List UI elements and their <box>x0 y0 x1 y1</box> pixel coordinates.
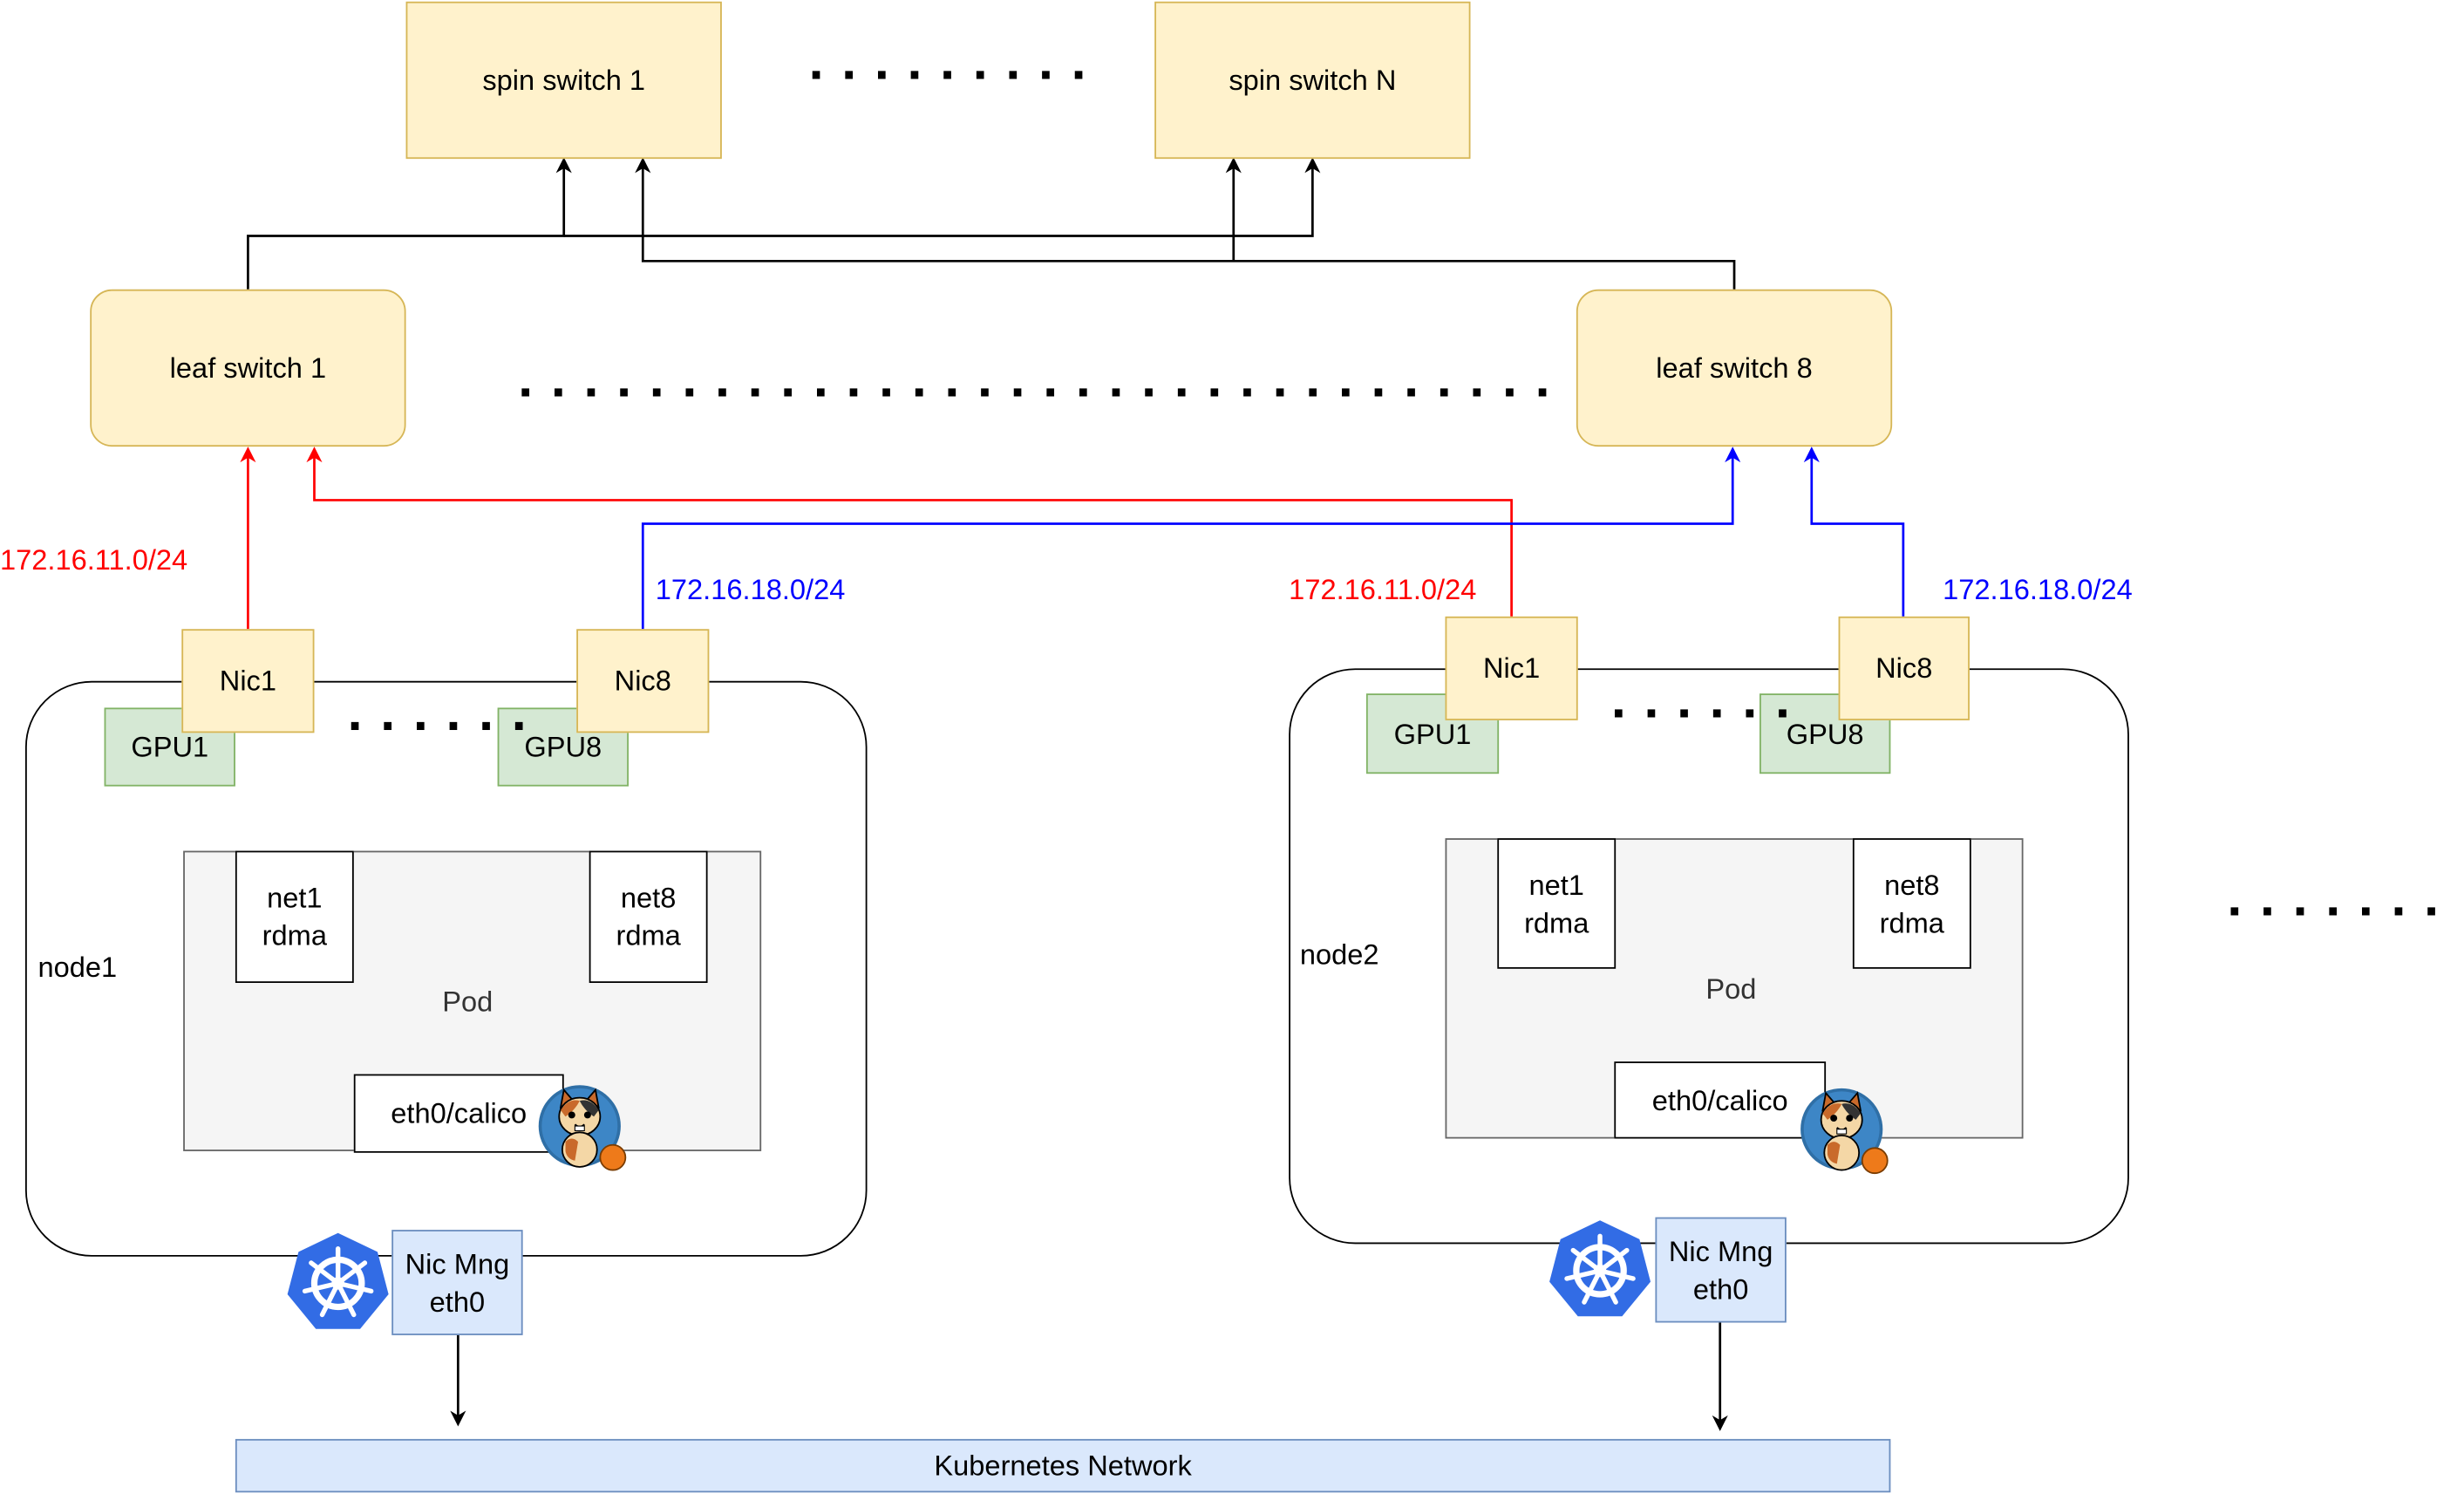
node2-pod-label: Pod <box>1705 973 1757 1006</box>
uplink-leaf8-spine1 <box>635 157 1736 290</box>
leaf-switch-1: leaf switch 1 <box>90 289 406 447</box>
node1-gpu1-label: GPU1 <box>131 731 209 763</box>
node2-eth0-calico: eth0/calico <box>1614 1061 1827 1139</box>
kubernetes-helm-icon <box>1549 1220 1651 1317</box>
kubernetes-network-label: Kubernetes Network <box>934 1450 1192 1482</box>
node2-net1-rdma: net1 rdma <box>1497 838 1617 969</box>
subnet-label-red-node2: 172.16.11.0/24 <box>1289 574 1477 606</box>
spine-switch-1: spin switch 1 <box>405 1 722 160</box>
node1-gpu-ellipsis: · · · · · · <box>347 696 530 757</box>
kubernetes-network-bar: Kubernetes Network <box>235 1438 1891 1493</box>
node1-eth0-label: eth0/calico <box>391 1097 528 1129</box>
node1-net1-rdma: net1 rdma <box>235 850 354 983</box>
node2-nic-mng: Nic Mng eth0 <box>1655 1217 1787 1323</box>
node2-label: node2 <box>1299 938 1379 971</box>
kubernetes-helm-icon <box>287 1232 389 1329</box>
link-node2-nic1-leaf1 <box>306 447 1513 617</box>
subnet-label-red-node1: 172.16.11.0/24 <box>0 543 188 576</box>
leaf-switch-1-label: leaf switch 1 <box>169 351 327 384</box>
node2-net8-rdma: net8 rdma <box>1852 838 1971 969</box>
calico-cat-icon <box>1800 1088 1889 1175</box>
leaf-ellipsis: · · · · · · · · · · · · · · · · · · · · … <box>518 363 1553 424</box>
spine-switch-1-label: spin switch 1 <box>482 64 646 96</box>
node2-eth0-label: eth0/calico <box>1651 1084 1788 1116</box>
node2-nic-mng-label: Nic Mng eth0 <box>1668 1235 1773 1305</box>
leaf-switch-8-label: leaf switch 8 <box>1656 351 1813 384</box>
node2-nic1: Nic1 <box>1445 616 1578 720</box>
subnet-label-blue-node2: 172.16.18.0/24 <box>1943 574 2133 606</box>
node1-gpu8-label: GPU8 <box>524 731 602 763</box>
calico-cat-icon <box>538 1085 627 1171</box>
spine-switch-n: spin switch N <box>1154 1 1471 160</box>
node1-label: node1 <box>37 951 118 983</box>
node2-gpu-ellipsis: · · · · · · <box>1610 684 1794 744</box>
subnet-label-blue-node1: 172.16.18.0/24 <box>655 574 846 606</box>
node1-nic1: Nic1 <box>181 629 315 733</box>
node2-net1-label: net1 rdma <box>1524 869 1589 938</box>
node2-net8-label: net8 rdma <box>1879 869 1944 938</box>
node1-nic-mng-label: Nic Mng eth0 <box>405 1247 510 1318</box>
nodes-ellipsis: · · · · · · · <box>2227 882 2442 943</box>
uplink-leaf1-spineN <box>563 157 1321 237</box>
spine-switch-n-label: spin switch N <box>1229 64 1397 96</box>
node1-nic8: Nic8 <box>576 629 710 733</box>
uplink-leaf1-spine1 <box>247 157 572 290</box>
link-node1-nic8-leaf8 <box>641 447 1741 630</box>
node1-gpu8: GPU8 <box>497 707 629 787</box>
node1-net8-label: net8 rdma <box>616 882 681 952</box>
node2-nic8-label: Nic8 <box>1875 652 1933 685</box>
node2-gpu1-label: GPU1 <box>1393 718 1472 750</box>
node2-nic8: Nic8 <box>1838 616 1970 720</box>
link-node2-nic8-leaf8 <box>1803 447 1905 617</box>
spine-ellipsis: · · · · · · · · · <box>808 45 1090 106</box>
node1-nic8-label: Nic8 <box>614 665 671 697</box>
node1-eth0-calico: eth0/calico <box>353 1074 564 1153</box>
node2-nic1-label: Nic1 <box>1482 652 1541 685</box>
node1-nic1-label: Nic1 <box>219 665 277 697</box>
leaf-switch-8: leaf switch 8 <box>1576 289 1893 447</box>
node1-pod-label: Pod <box>442 986 493 1018</box>
node2-gpu8-label: GPU8 <box>1786 718 1864 750</box>
node1-nic-mng: Nic Mng eth0 <box>391 1230 523 1335</box>
node1-net8-rdma: net8 rdma <box>589 850 708 983</box>
node1-net1-label: net1 rdma <box>262 882 327 952</box>
